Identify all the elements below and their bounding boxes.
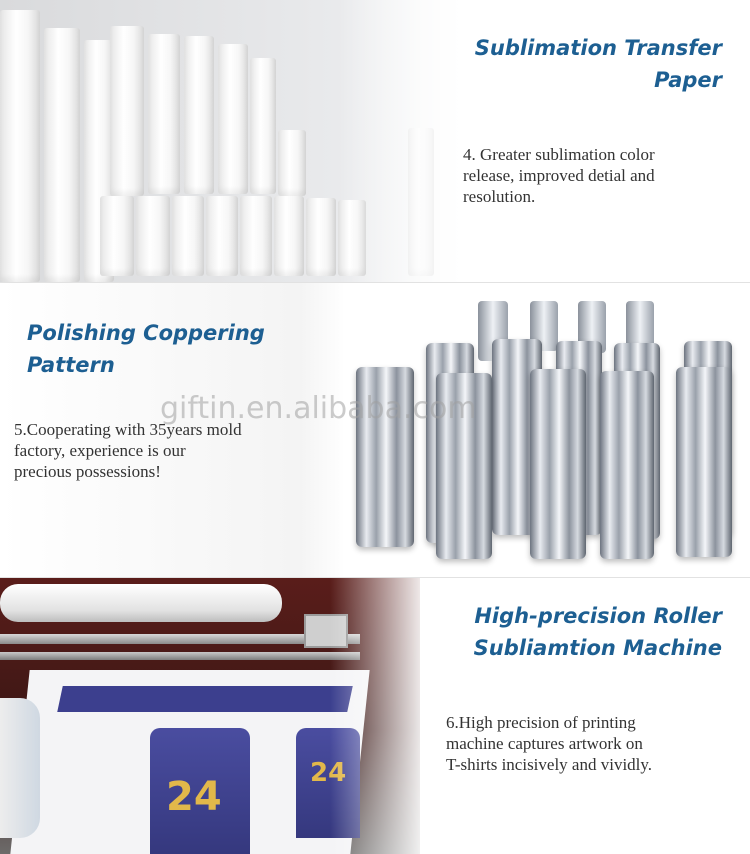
section-description: 5.Cooperating with 35years mold factory,… bbox=[14, 419, 242, 482]
watermark: giftin.en.alibaba.com bbox=[160, 391, 477, 426]
chrome-cylinder bbox=[530, 369, 586, 559]
section-heading: Sublimation Transfer Paper bbox=[475, 32, 722, 96]
section-roller-machine: 24 24 High-precision Roller Subliamtion … bbox=[0, 577, 750, 854]
description-line: precious possessions! bbox=[14, 462, 161, 481]
paper-roll bbox=[100, 196, 134, 276]
paper-roll bbox=[306, 198, 336, 276]
heading-line: Polishing Coppering bbox=[27, 321, 265, 345]
heading-line: Subliamtion Machine bbox=[473, 636, 722, 660]
paper-roll bbox=[250, 58, 276, 194]
jersey-print bbox=[150, 728, 250, 854]
heading-line: High-precision Roller bbox=[474, 604, 722, 628]
section-coppering-pattern: Polishing Coppering Pattern 5.Cooperatin… bbox=[0, 282, 750, 578]
print-strip bbox=[57, 686, 353, 712]
description-line: resolution. bbox=[463, 187, 536, 206]
paper-roll bbox=[172, 196, 204, 276]
chrome-cylinder bbox=[356, 367, 414, 547]
description-line: factory, experience is our bbox=[14, 441, 186, 460]
paper-roll bbox=[110, 26, 144, 196]
chrome-cylinder bbox=[600, 371, 654, 559]
sublimation-machine-photo: 24 24 bbox=[0, 578, 430, 854]
machine-rail bbox=[0, 634, 360, 644]
chrome-cylinders-photo bbox=[350, 293, 750, 578]
jersey-number: 24 bbox=[166, 774, 222, 820]
section-heading: High-precision Roller Subliamtion Machin… bbox=[474, 600, 722, 664]
paper-roll bbox=[0, 10, 40, 282]
heading-line: Sublimation Transfer bbox=[474, 36, 722, 60]
chrome-cylinder bbox=[676, 367, 732, 557]
description-line: 5.Cooperating with 35years mold bbox=[14, 420, 242, 439]
paper-roll bbox=[240, 196, 272, 276]
description-line: 4. Greater sublimation color bbox=[463, 145, 655, 164]
paper-roll bbox=[278, 130, 306, 196]
heading-line: Paper bbox=[654, 68, 722, 92]
paper-roll bbox=[184, 36, 214, 194]
chrome-cylinder bbox=[436, 373, 492, 559]
fabric-pile bbox=[0, 698, 40, 838]
section-transfer-paper: Sublimation Transfer Paper 4. Greater su… bbox=[0, 0, 750, 282]
paper-roll bbox=[206, 196, 238, 276]
machine-rail bbox=[0, 652, 360, 660]
section-heading: Polishing Coppering Pattern bbox=[27, 317, 265, 381]
paper-roll bbox=[136, 196, 170, 276]
section-description: 6.High precision of printing machine cap… bbox=[446, 712, 652, 775]
section-description: 4. Greater sublimation color release, im… bbox=[463, 144, 655, 207]
paper-rolls-photo bbox=[0, 0, 500, 282]
paper-roll bbox=[148, 34, 180, 194]
heading-line: Pattern bbox=[27, 353, 115, 377]
fabric-roll bbox=[0, 584, 282, 622]
description-line: T-shirts incisively and vividly. bbox=[446, 755, 653, 774]
paper-roll bbox=[44, 28, 80, 282]
paper-roll bbox=[218, 44, 248, 194]
paper-roll bbox=[274, 196, 304, 276]
description-line: machine captures artwork on bbox=[446, 734, 643, 753]
description-line: 6.High precision of printing bbox=[446, 713, 636, 732]
description-line: release, improved detial and bbox=[463, 166, 655, 185]
